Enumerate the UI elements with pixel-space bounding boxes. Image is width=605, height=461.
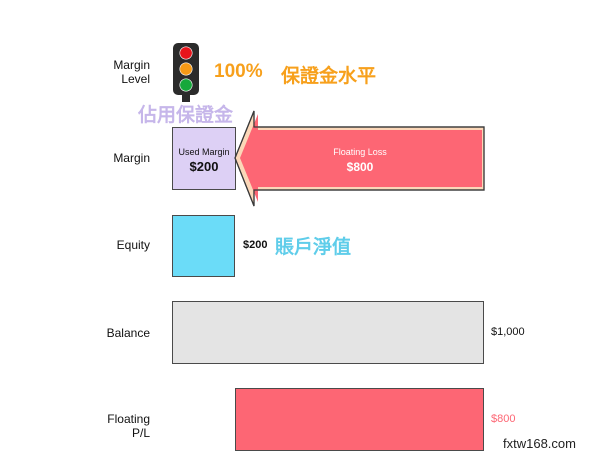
- used-margin-title: Used Margin: [178, 147, 230, 157]
- floating-loss-value: $800: [346, 160, 374, 174]
- equity-bar: [172, 215, 235, 277]
- floating-pl-bar: [235, 388, 484, 451]
- used-margin-value: $200: [189, 159, 219, 174]
- balance-bar: [172, 301, 484, 364]
- floating-pl-row-label: Floating P/L: [107, 412, 150, 440]
- balance-value: $1,000: [491, 326, 525, 338]
- margin-level-label: Margin Level: [113, 58, 150, 86]
- equity-title-cn: 賬戶淨值: [275, 236, 352, 258]
- floating-loss-arrow: [234, 110, 485, 207]
- margin-level-percent: 100%: [214, 61, 263, 82]
- equity-value: $200: [243, 239, 268, 251]
- margin-level-title-cn: 保證金水平: [281, 65, 377, 87]
- floating-loss-title: Floating Loss: [333, 147, 387, 157]
- used-margin-title-cn: 佔用保證金: [138, 104, 234, 126]
- balance-row-label: Balance: [106, 326, 150, 340]
- equity-row-label: Equity: [116, 238, 150, 252]
- traffic-light-icon: [173, 43, 199, 102]
- used-margin-box: Used Margin $200: [172, 127, 236, 190]
- floating-pl-value: $800: [491, 413, 516, 425]
- watermark: fxtw168.com: [503, 436, 576, 451]
- margin-row-label: Margin: [113, 151, 150, 165]
